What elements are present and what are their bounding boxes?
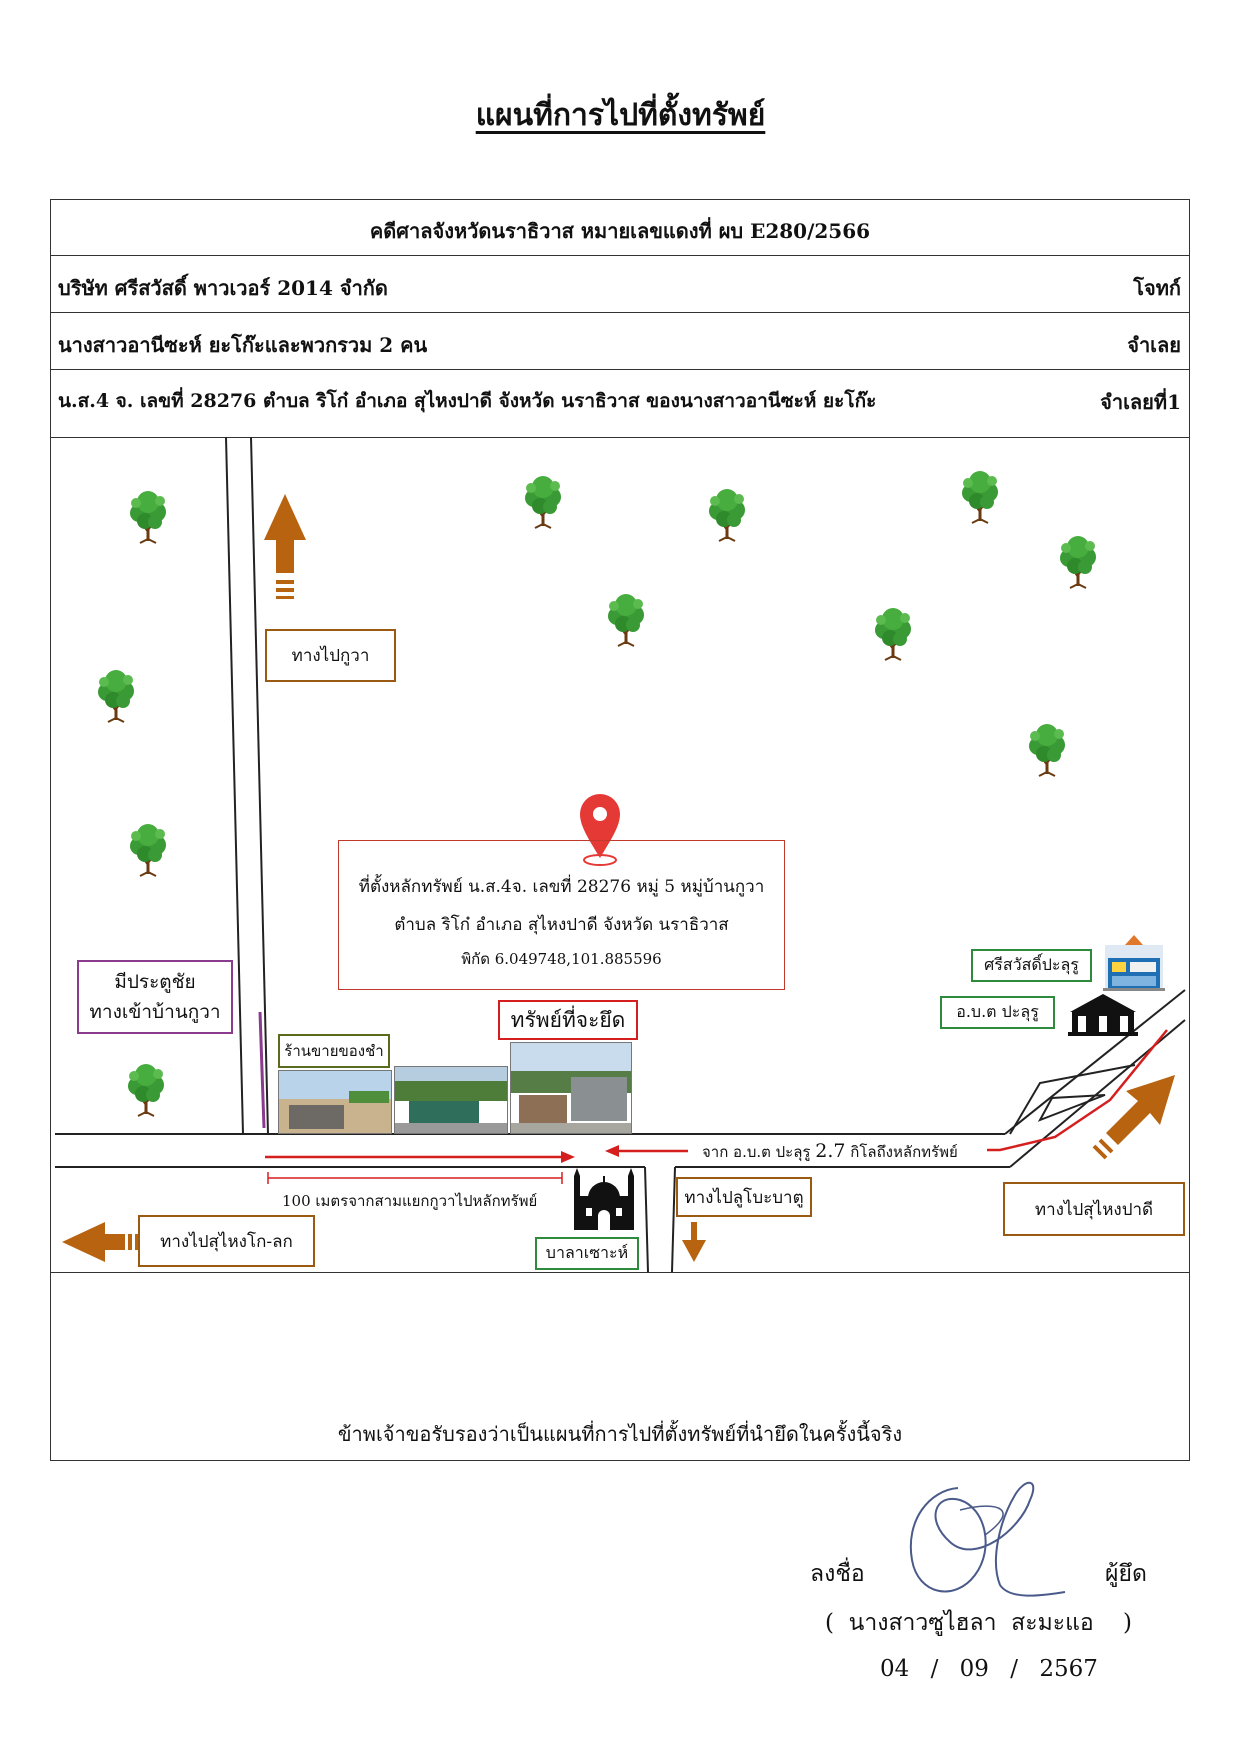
mosque-icon [574, 1168, 634, 1230]
divider [50, 255, 1190, 256]
tree-icon [128, 822, 168, 878]
distance-value: 2.7 [815, 1140, 846, 1162]
defendant-role: จำเลย [1127, 333, 1181, 357]
label-shop: ร้านขายของชำ [278, 1034, 390, 1068]
label-to-kuwa: ทางไปกูวา [265, 629, 396, 682]
divider [50, 437, 1190, 438]
page-title: แผนที่การไปที่ตั้งทรัพย์ [475, 98, 766, 133]
label-gate-line1: มีประตูชัย [114, 971, 196, 993]
date-month: 09 [959, 1656, 989, 1682]
plaintiff-role: โจทก์ [1133, 276, 1181, 300]
tree-icon [960, 469, 1000, 525]
defendant-name: นางสาวอานีซะห์ ยะโก๊ะและพวกรวม 2 คน [58, 333, 428, 357]
signature [909, 1481, 1066, 1597]
distance-prefix: จาก อ.บ.ต ปะลุรู [702, 1143, 811, 1161]
distance-bracket [267, 1172, 563, 1184]
tree-icon [873, 606, 913, 662]
label-to-sungai-padi: ทางไปสุไหงปาดี [1003, 1182, 1185, 1236]
label-to-luboh-batu: ทางไปลูโบะบาตู [676, 1177, 812, 1217]
label-balai: บาลาเซาะห์ [535, 1237, 639, 1270]
route-line-obt [987, 1029, 1168, 1152]
tree-icon [606, 592, 646, 648]
date-year: 2567 [1039, 1656, 1098, 1682]
sign-label: ลงชื่อ [810, 1561, 865, 1587]
certification-text: ข้าพเจ้าขอรับรองว่าเป็นแผนที่การไปที่ตั้… [337, 1422, 903, 1446]
label-srisawat: ศรีสวัสดิ์ปะลุรู [971, 949, 1092, 982]
tree-icon [1058, 534, 1098, 590]
arrow-up-kuwa [264, 494, 306, 599]
divider [50, 312, 1190, 313]
deed-description: น.ส.4 จ. เลขที่ 28276 ตำบล ริโก๋ อำเภอ ส… [58, 390, 877, 412]
signature-date: 04 / 09 / 2567 [880, 1656, 1098, 1682]
location-pin-icon [580, 794, 620, 866]
signer-role: ผู้ยึด [1105, 1561, 1147, 1587]
tree-icon [96, 668, 136, 724]
asset-photo [510, 1042, 632, 1134]
route-arrow-right [265, 1151, 575, 1163]
arrow-diagonal-padi [1092, 1075, 1175, 1160]
tree-icon [523, 474, 563, 530]
label-asset: ทรัพย์ที่จะยึด [498, 1000, 638, 1040]
case-number: คดีศาลจังหวัดนราธิวาส หมายเลขแดงที่ ผบ E… [369, 219, 871, 243]
arrow-left-kolok [62, 1222, 139, 1262]
building-icon [1068, 994, 1138, 1036]
distance-from-obt: จาก อ.บ.ต ปะลุรู 2.7 กิโลถึงหลักทรัพย์ [702, 1140, 958, 1164]
divider [50, 1272, 1190, 1273]
divider [50, 369, 1190, 370]
date-separator: / [1010, 1656, 1018, 1682]
asset-info-box: ที่ตั้งหลักทรัพย์ น.ส.4จ. เลขที่ 28276 ห… [338, 840, 785, 990]
tree-icon [1027, 722, 1067, 778]
signer-name: ( นางสาวซูไฮลา สะมะแอ ) [825, 1610, 1132, 1636]
roadside-photo [394, 1066, 508, 1134]
asset-info-line1: ที่ตั้งหลักทรัพย์ น.ส.4จ. เลขที่ 28276 ห… [358, 877, 765, 897]
distance-suffix: กิโลถึงหลักทรัพย์ [850, 1143, 958, 1161]
tree-icon [128, 489, 168, 545]
label-gate: มีประตูชัย ทางเข้าบ้านกูวา [77, 960, 233, 1034]
tree-icon [707, 487, 747, 543]
label-to-sungai-kolok: ทางไปสุไหงโก-ลก [138, 1215, 315, 1267]
label-gate-line2: ทางเข้าบ้านกูวา [89, 1001, 221, 1023]
asset-info-line2: ตำบล ริโก๋ อำเภอ สุไหงปาดี จังหวัด นราธิ… [394, 915, 729, 935]
plaintiff-name: บริษัท ศรีสวัสดิ์ พาวเวอร์ 2014 จำกัด [58, 276, 388, 300]
date-day: 04 [880, 1656, 910, 1682]
distance-100m: 100 เมตรจากสามแยกกูวาไปหลักทรัพย์ [282, 1192, 538, 1210]
deed-role: จำเลยที่1 [1100, 390, 1181, 414]
tree-icon [126, 1062, 166, 1118]
store-icon [1103, 935, 1165, 991]
asset-coordinates: พิกัด 6.049748,101.885596 [461, 950, 662, 968]
label-obt: อ.บ.ต ปะลุรู [940, 996, 1055, 1029]
shop-photo [278, 1070, 392, 1134]
date-separator: / [930, 1656, 939, 1682]
route-arrow-left [605, 1145, 688, 1157]
document-frame [50, 199, 1190, 1461]
arrow-down-luboh [682, 1222, 706, 1262]
